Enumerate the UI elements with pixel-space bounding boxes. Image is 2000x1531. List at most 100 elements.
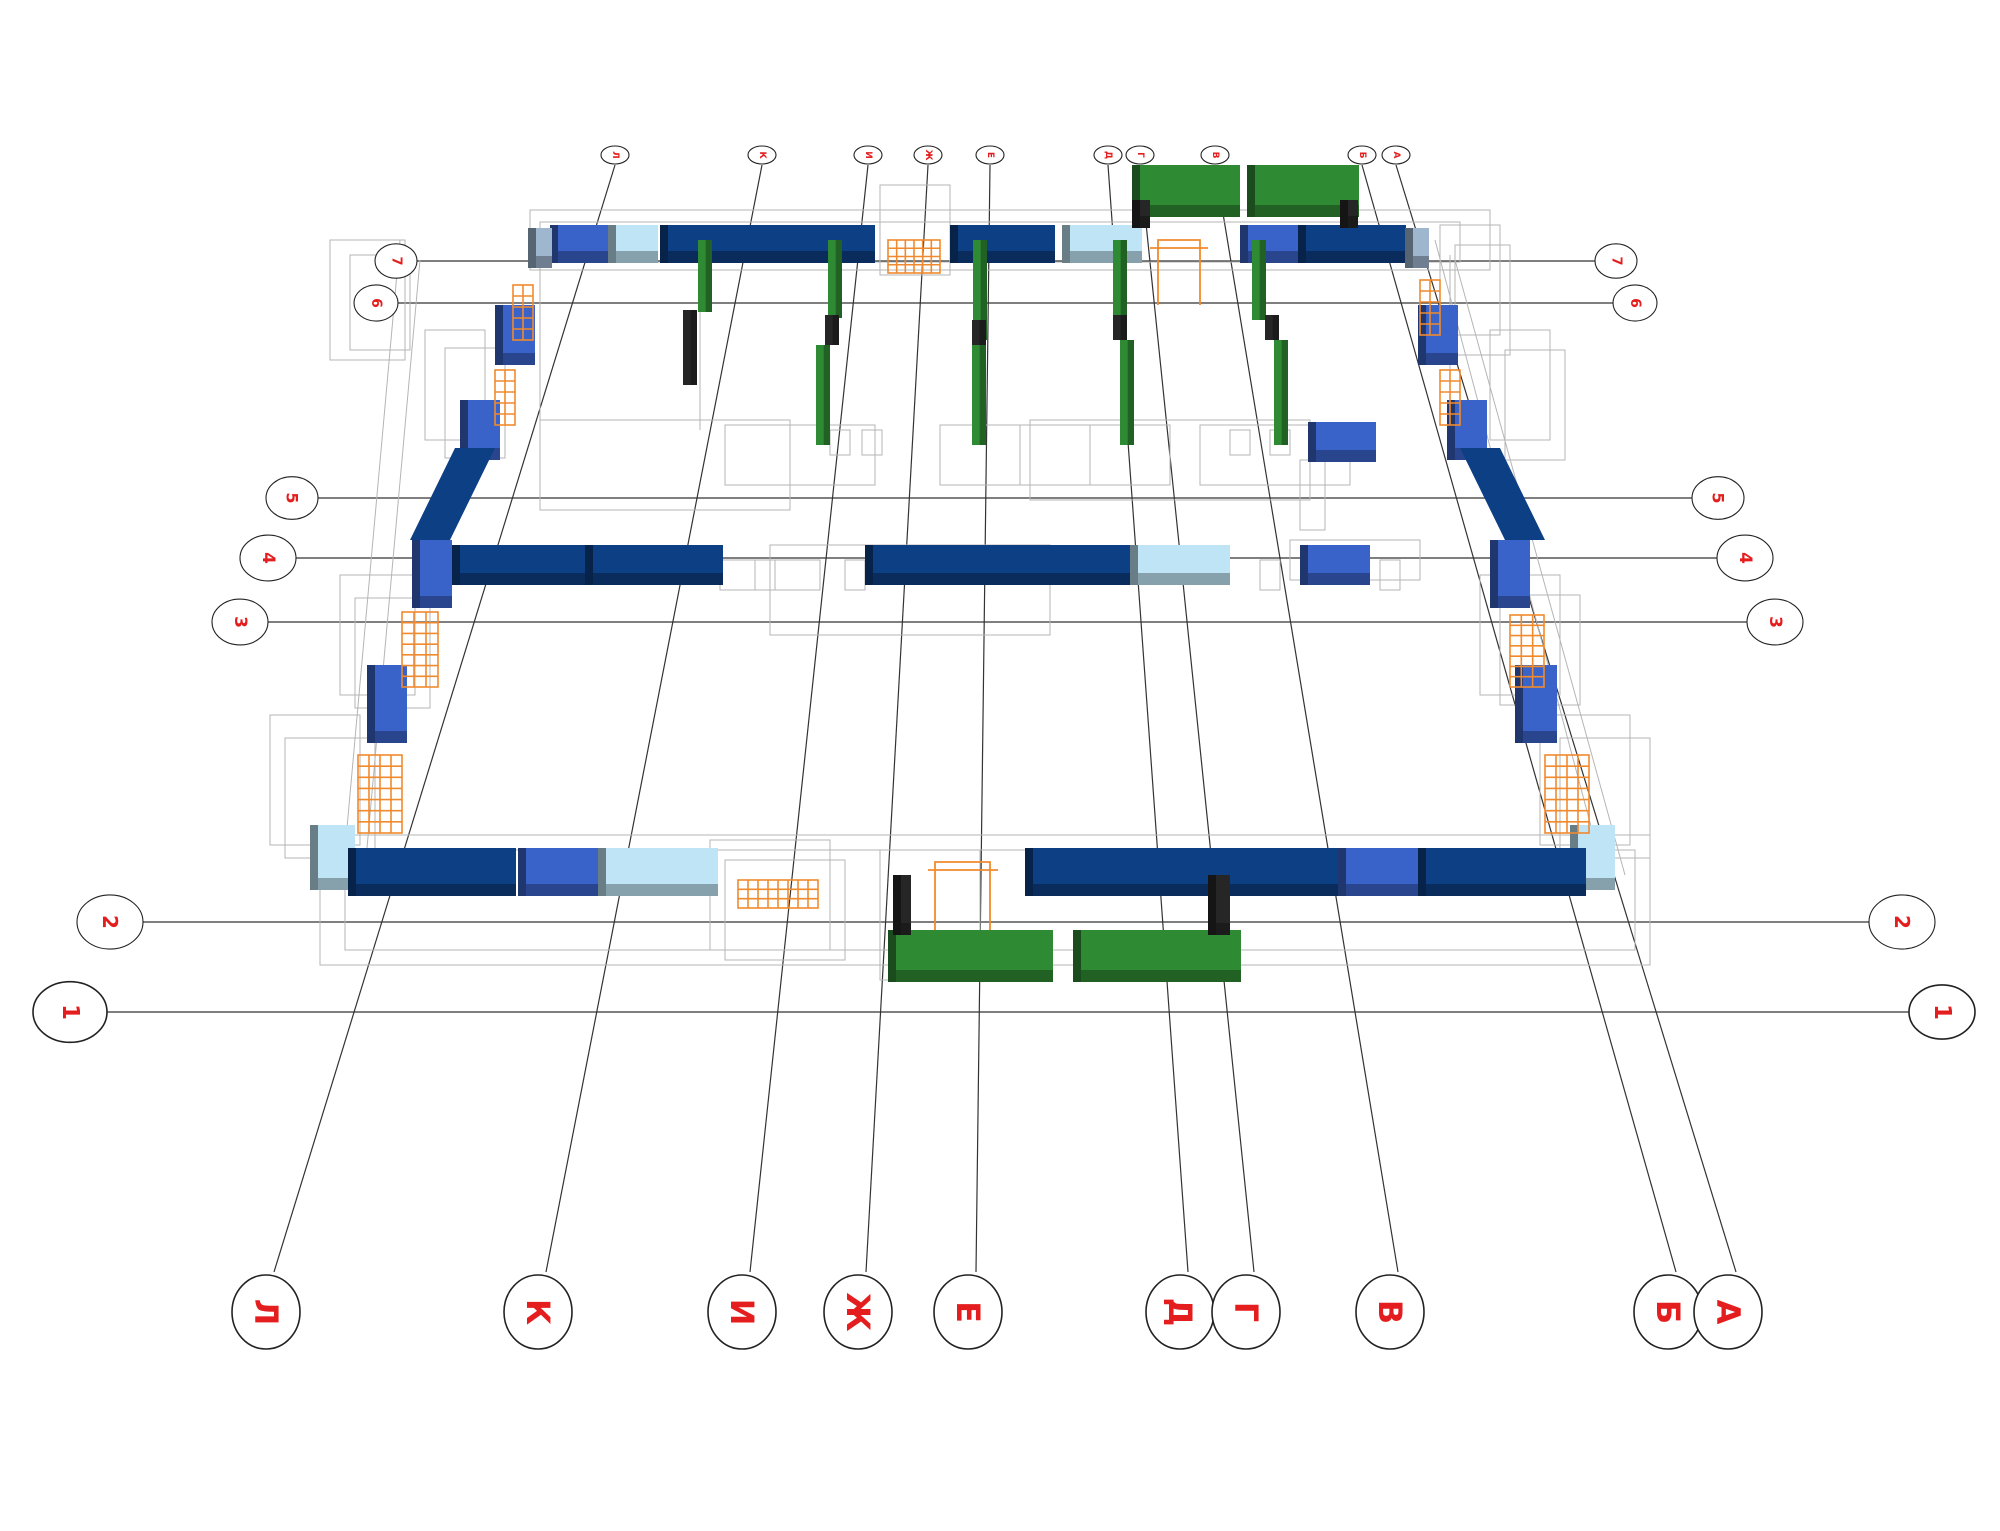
axis-bubble-right-1: 1 — [1908, 984, 1976, 1040]
svg-text:Л: Л — [247, 1299, 285, 1326]
ghost-outline — [1259, 559, 1281, 591]
ghost-edge — [344, 239, 401, 851]
axis-bubble-top-9: Б — [1347, 145, 1377, 165]
wall-block — [1240, 225, 1300, 263]
svg-text:2: 2 — [1890, 915, 1914, 929]
svg-text:4: 4 — [1735, 552, 1755, 564]
axis-line-7 — [1139, 164, 1255, 1273]
wall-block — [1490, 540, 1530, 608]
wall-block — [310, 825, 355, 890]
axis-bubble-right-3: 3 — [1746, 598, 1804, 646]
partition — [816, 345, 830, 445]
svg-text:Л: Л — [610, 151, 620, 158]
ghost-outline — [724, 424, 876, 486]
door-frame — [928, 861, 998, 930]
axis-line-5 — [975, 164, 991, 1273]
axis-bubble-right-6: 6 — [1612, 284, 1658, 322]
wall-block — [1062, 225, 1142, 263]
window-frame — [1419, 279, 1441, 336]
ghost-outline — [724, 859, 846, 961]
axis-bubble-bottom-2: К — [503, 1274, 573, 1350]
wall-block — [1300, 545, 1370, 585]
door-frame — [1150, 239, 1208, 305]
partition — [828, 240, 842, 318]
wall-block — [528, 228, 552, 268]
wall-block — [495, 305, 535, 365]
axis-bubble-top-2: К — [747, 145, 777, 165]
svg-text:5: 5 — [283, 492, 302, 503]
axis-line-4 — [865, 164, 929, 1273]
axis-bubble-left-4: 4 — [239, 534, 297, 582]
svg-text:А: А — [1709, 1300, 1747, 1325]
svg-text:6: 6 — [1627, 298, 1643, 308]
partition — [1274, 340, 1288, 445]
ghost-outline — [329, 239, 406, 361]
axis-bubble-bottom-6: Д — [1145, 1274, 1215, 1350]
wall-block — [865, 545, 1133, 585]
partition — [825, 315, 839, 345]
wall-block — [452, 545, 587, 585]
ghost-outline — [861, 429, 883, 456]
wall-block — [893, 875, 911, 935]
wall-block — [950, 225, 1055, 263]
wall-block — [410, 448, 495, 540]
svg-text:В: В — [1371, 1300, 1409, 1324]
ghost-outline — [539, 419, 791, 511]
axis-bubble-bottom-10: А — [1693, 1274, 1763, 1350]
wall-block — [1298, 225, 1406, 263]
partition — [698, 240, 712, 312]
axis-bubble-top-10: А — [1381, 145, 1411, 165]
wall-block — [1405, 228, 1429, 268]
ghost-outline — [1454, 244, 1511, 356]
partition — [1113, 315, 1127, 340]
wall-block — [1460, 448, 1545, 540]
svg-text:5: 5 — [1709, 492, 1728, 503]
ghost-outline — [1379, 559, 1401, 591]
svg-text:6: 6 — [368, 298, 384, 308]
svg-text:7: 7 — [389, 256, 404, 265]
window-frame — [1544, 754, 1590, 834]
wall-block — [1338, 848, 1418, 896]
wall-block — [598, 848, 718, 896]
svg-text:Б: Б — [1649, 1300, 1687, 1324]
wall-block — [1418, 848, 1586, 896]
partition — [683, 310, 697, 385]
ghost-outline — [1019, 424, 1171, 486]
axis-line-1 — [273, 164, 616, 1273]
partition — [972, 320, 986, 345]
axis-bubble-right-4: 4 — [1716, 534, 1774, 582]
wall-block — [348, 848, 516, 896]
partition — [1265, 315, 1279, 340]
partition — [1252, 240, 1266, 320]
svg-text:Е: Е — [985, 152, 995, 158]
ghost-outline — [754, 559, 776, 591]
axis-line-8 — [1214, 164, 1399, 1273]
svg-text:3: 3 — [1765, 616, 1785, 628]
axis-bubble-bottom-1: Л — [231, 1274, 301, 1350]
partition — [972, 345, 986, 445]
window-frame — [887, 239, 941, 274]
axis-bubble-left-7: 7 — [374, 243, 418, 279]
axis-bubble-right-2: 2 — [1868, 894, 1936, 950]
window-frame — [512, 284, 534, 341]
svg-text:Ж: Ж — [923, 149, 933, 160]
axis-bubble-top-4: Ж — [913, 145, 943, 165]
ghost-outline — [829, 429, 851, 456]
axis-bubble-top-5: Е — [975, 145, 1005, 165]
svg-text:1: 1 — [57, 1004, 83, 1020]
axis-bubble-right-5: 5 — [1691, 476, 1745, 520]
axis-bubble-left-6: 6 — [353, 284, 399, 322]
wall-block — [1340, 200, 1358, 228]
ghost-outline — [709, 839, 831, 951]
partition — [1120, 340, 1134, 445]
ghost-edge — [364, 259, 421, 871]
svg-text:7: 7 — [1609, 256, 1624, 265]
ghost-outline — [939, 424, 1091, 486]
ghost-outline — [1504, 349, 1566, 461]
wall-block — [518, 848, 598, 896]
axis-bubble-top-7: Г — [1125, 145, 1155, 165]
axis-bubble-top-3: И — [853, 145, 883, 165]
axis-bubble-top-1: Л — [600, 145, 630, 165]
wall-block — [660, 225, 875, 263]
